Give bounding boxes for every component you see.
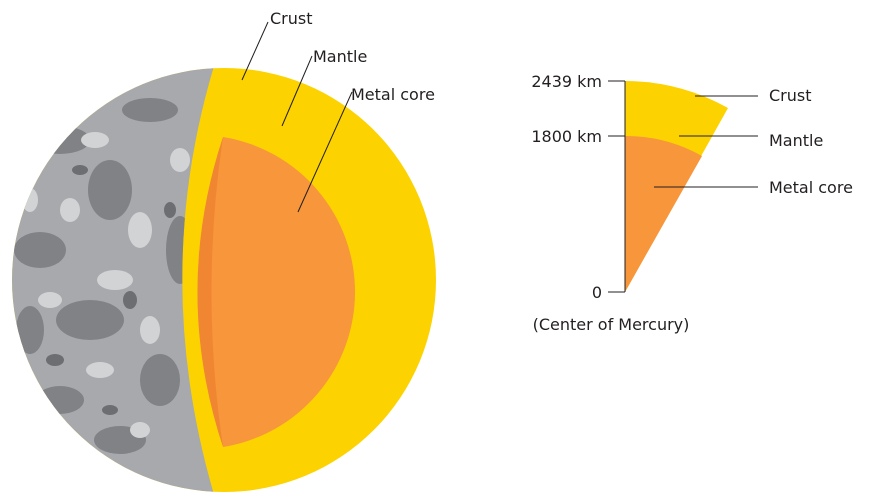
core-leader-line — [297, 91, 353, 213]
surface-depth-label: 2439 km — [531, 72, 602, 91]
mantle-leader-line — [281, 55, 313, 127]
wedge-core-label: Metal core — [769, 178, 853, 197]
core-label: Metal core — [351, 85, 435, 104]
center-depth-label: 0 — [592, 283, 602, 302]
wedge-core — [625, 135, 702, 292]
planet-cutaway: Crust Mantle Metal core — [12, 9, 436, 492]
crust-label: Crust — [270, 9, 313, 28]
metal-core-shadow — [197, 137, 223, 447]
center-caption: (Center of Mercury) — [533, 315, 690, 334]
wedge-crust-label: Crust — [769, 86, 812, 105]
wedge-mantle-label: Mantle — [769, 131, 823, 150]
crust-leader-line — [241, 21, 269, 81]
metal-core — [197, 137, 356, 447]
core-boundary-depth-label: 1800 km — [531, 127, 602, 146]
wedge-section: 2439 km 1800 km 0 (Center of Mercury) Cr… — [531, 72, 853, 334]
mantle-label: Mantle — [313, 47, 367, 66]
